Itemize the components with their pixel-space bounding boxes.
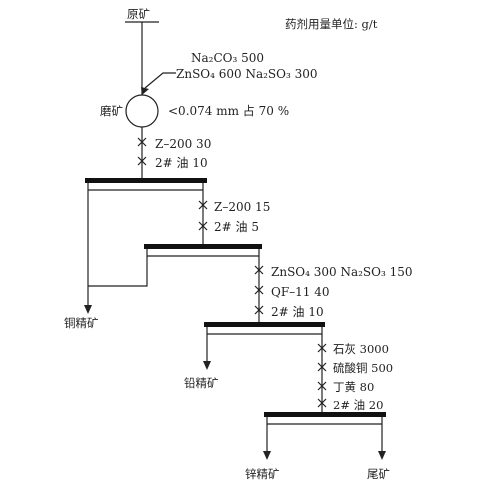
arrowhead: [84, 305, 92, 314]
lead-concentrate-label: 铅精矿: [184, 376, 219, 390]
arrowhead: [263, 451, 271, 460]
unit-note: 药剂用量单位: g/t: [285, 17, 378, 31]
stage3-reagent-1: ZnSO₄ 300 Na₂SO₃ 150: [271, 265, 413, 279]
reagent-add-mark: [254, 265, 264, 275]
stage4-reagent-1: 石灰 3000: [333, 342, 389, 356]
reagent-add-mark: [317, 381, 327, 391]
flotation-cell-3: [204, 322, 325, 327]
reagent-add-mark: [198, 200, 208, 210]
grinding-reagent-1: Na₂CO₃ 500: [191, 51, 264, 65]
zinc-concentrate-label: 锌精矿: [245, 467, 280, 481]
stage2-reagent-1: Z–200 15: [214, 200, 270, 214]
flotation-cell-1: [85, 178, 207, 183]
reagent-add-mark: [317, 343, 327, 353]
flotation-cell-2: [144, 244, 262, 249]
stage4-reagent-4: 2# 油 20: [333, 398, 383, 412]
arrowhead: [203, 361, 211, 370]
reagent-add-mark: [137, 156, 147, 166]
reagent-add-mark: [317, 362, 327, 372]
stage2-reagent-2: 2# 油 5: [214, 220, 259, 234]
grinding-label: 磨矿: [100, 104, 123, 118]
fineness-note: <0.074 mm 占 70 %: [168, 103, 289, 118]
grinding-mill: [125, 94, 159, 128]
reagent-add-mark: [137, 137, 147, 147]
stage3-reagent-2: QF–11 40: [271, 285, 330, 299]
reagent-add-mark: [198, 221, 208, 231]
stage4-reagent-2: 硫酸铜 500: [333, 361, 393, 375]
stage1-reagent-1: Z–200 30: [155, 137, 211, 151]
reagent-arrowhead: [141, 87, 149, 95]
flotation-cell-4: [264, 412, 386, 417]
copper-concentrate-label: 铜精矿: [64, 316, 99, 330]
stage1-reagent-2: 2# 油 10: [155, 156, 208, 170]
reagent-add-mark: [317, 398, 327, 408]
ore-label: 原矿: [127, 7, 150, 21]
stage3-reagent-3: 2# 油 10: [271, 305, 324, 319]
arrowhead: [378, 451, 386, 460]
stage2-concentrate-return: [88, 249, 148, 287]
reagent-add-mark: [254, 305, 264, 315]
reagent-pointer: [144, 72, 176, 89]
reagent-add-mark: [254, 285, 264, 295]
grinding-reagent-2: ZnSO₄ 600 Na₂SO₃ 300: [176, 67, 318, 81]
stage4-reagent-3: 丁黄 80: [333, 380, 374, 394]
tailings-label: 尾矿: [367, 467, 390, 481]
